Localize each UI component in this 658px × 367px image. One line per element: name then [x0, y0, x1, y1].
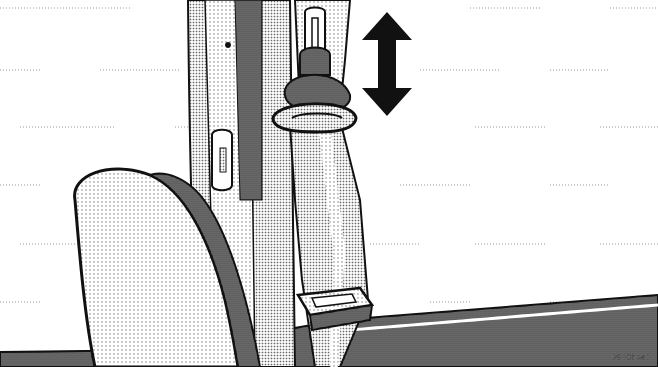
floor-highlight: [349, 303, 658, 332]
figure-code: 9900b4e3: [612, 353, 651, 362]
double-headed-vertical-arrow-icon: [362, 12, 412, 116]
belt-latch-plate-icon: [295, 286, 375, 332]
shoulder-belt-anchor-icon: [271, 46, 358, 134]
seat-back-shading: [147, 172, 262, 367]
